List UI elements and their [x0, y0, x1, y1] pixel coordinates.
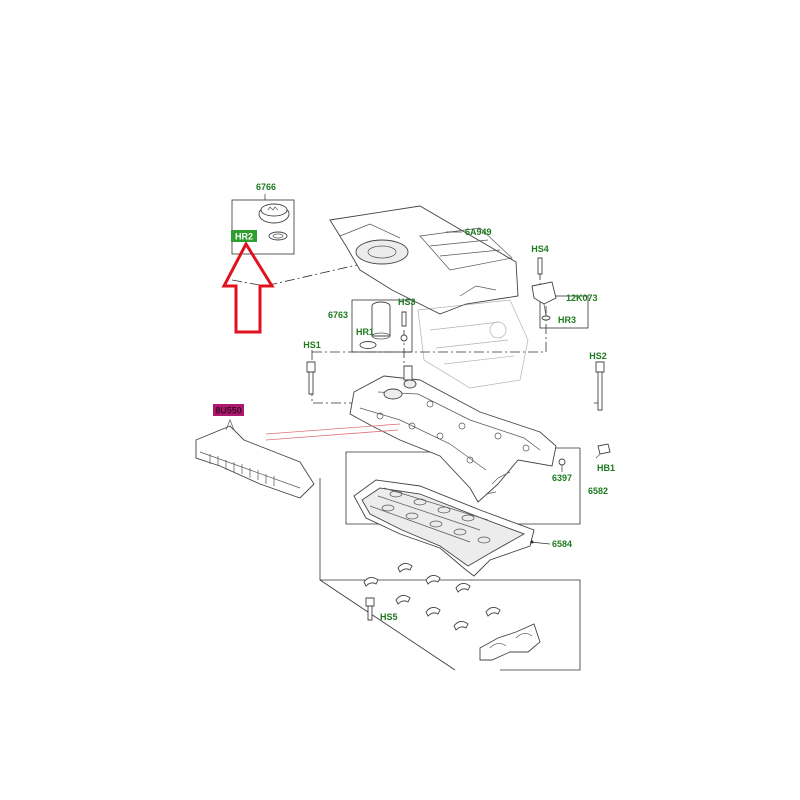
centerline-cap: [231, 261, 371, 287]
stud: [595, 443, 611, 459]
engine-cover: [329, 205, 519, 315]
filler-neck: [359, 301, 408, 349]
label-cap-seal-box: [231, 230, 257, 242]
bolt-right: [595, 361, 605, 411]
label-stud: HB1: [597, 463, 615, 473]
filler-neck-frame: [351, 299, 413, 353]
label-sensor: 12K073: [566, 293, 598, 303]
centerline-main: [312, 300, 547, 353]
sensor-frame: [539, 295, 589, 329]
cam-cover: [349, 365, 557, 503]
background-engine-outline: [417, 299, 529, 389]
label-cam-cover: 6582: [588, 486, 608, 496]
label-camshaft-carrier: 6584: [552, 539, 572, 549]
label-bolt-left: HS1: [303, 340, 321, 350]
cam-cover-frame: [345, 448, 581, 525]
label-cap-seal: HR2: [235, 232, 253, 242]
label-neck-bolt: HS3: [398, 297, 416, 307]
camshaft-carrier: [353, 479, 535, 577]
bolt-left: [306, 361, 316, 395]
highlight-leader-1: [265, 423, 401, 435]
lower-frame: [319, 478, 581, 671]
label-engine-cover: 6A949: [465, 227, 492, 237]
camshaft-carrier-leader-dot: [530, 540, 534, 544]
oil-filler-cap: [258, 203, 290, 241]
red-arrow-icon: [221, 240, 275, 334]
cap-frame: [231, 199, 295, 255]
side-bracket: [195, 419, 315, 499]
label-highlighted-part-box: [213, 404, 244, 416]
centerline-left-bolt: [311, 350, 354, 404]
label-sensor-bolt: HS4: [531, 244, 549, 254]
label-cap-bolts: HS5: [380, 612, 398, 622]
camshaft-sensor: [531, 257, 557, 321]
label-highlighted-part: 8U550: [215, 406, 242, 416]
seal-6397: [558, 458, 566, 472]
label-cap: 6766: [256, 182, 276, 192]
label-seal: 6397: [552, 473, 572, 483]
highlight-leader-2: [265, 429, 399, 441]
label-neck-seal: HR1: [356, 327, 374, 337]
bolt-hs5: [365, 597, 375, 621]
label-sensor-seal: HR3: [558, 315, 576, 325]
bearing-caps: [363, 563, 541, 661]
lower-frame-diagonal: [319, 579, 456, 671]
label-bolt-right: HS2: [589, 351, 607, 361]
label-filler-neck: 6763: [328, 310, 348, 320]
